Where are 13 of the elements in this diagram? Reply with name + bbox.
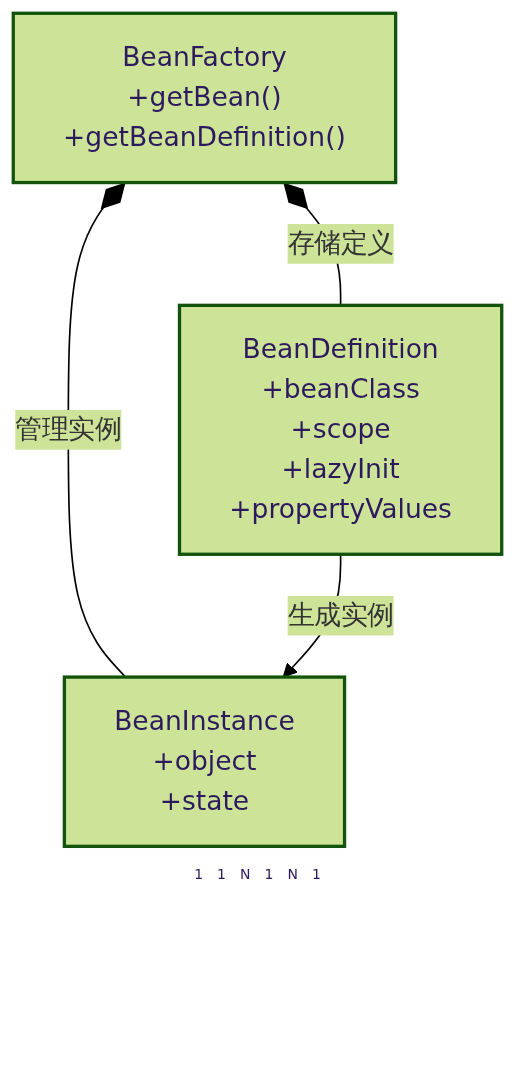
composition-connector (67, 181, 127, 678)
edge-label: 存储定义 (287, 227, 394, 259)
multiplicity-label: 1 (194, 865, 204, 882)
node-box: BeanFactory +getBean() +getBeanDefinition() (11, 11, 398, 185)
node-box: BeanInstance +object +state (62, 675, 347, 848)
multiplicity-label: 1 (264, 865, 274, 882)
multiplicity-label: N (287, 865, 298, 882)
multiplicity-label: 1 (217, 865, 226, 882)
node-box: BeanDefinition +beanClass +scope +lazyInit +propertyValues (177, 303, 504, 556)
multiplicity-label: 1 (311, 865, 321, 882)
edge-label: 生成实例 (287, 599, 394, 631)
edge-label: 管理实例 (15, 413, 122, 445)
multiplicity-label: N (240, 865, 251, 882)
